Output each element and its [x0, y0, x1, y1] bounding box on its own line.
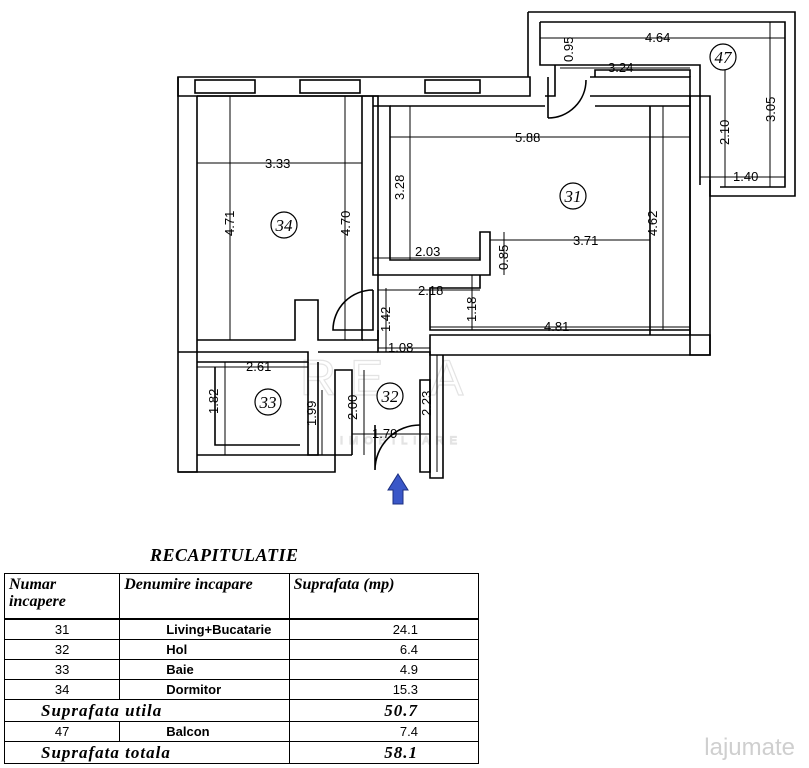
door-entrance: [374, 424, 421, 471]
dim-3-33: 3.33: [265, 156, 290, 171]
header-suprafata: Suprafata (mp): [288, 573, 480, 620]
balcony-outer: [528, 11, 796, 197]
table-row: 33 Baie 4.9: [3, 659, 480, 680]
dim-1-18: 1.18: [464, 297, 479, 322]
room-label-47: 47: [715, 48, 734, 67]
svg-text:A: A: [430, 350, 464, 406]
row-num: 31: [3, 618, 121, 640]
agency-watermark-logo: R E A IMOBILIARE: [299, 349, 464, 447]
room-label-34: 34: [275, 216, 294, 235]
outer-wall-left: [177, 77, 198, 473]
totala-label: Suprafata totala: [4, 741, 290, 764]
row-num: 33: [3, 659, 121, 680]
row-name: Baie: [119, 659, 290, 680]
dim-1-79: 1.79: [372, 426, 397, 441]
room-47-circle: [709, 43, 737, 71]
recap-title: RECAPITULATIE: [150, 545, 299, 565]
row-area: 24.1: [288, 618, 480, 640]
outer-wall-bottom: [178, 454, 336, 473]
site-watermark: lajumate: [704, 734, 795, 761]
dim-4-62: 4.62: [645, 211, 660, 236]
dim-0-95: 0.95: [561, 37, 576, 62]
room-label-33: 33: [259, 393, 277, 412]
row-area: 15.3: [288, 679, 480, 700]
balcon-name: Balcon: [119, 721, 290, 742]
row-name: Hol: [119, 639, 290, 660]
door-balcony: [547, 77, 587, 119]
dim-3-05: 3.05: [763, 97, 778, 122]
svg-text:IMOBILIARE: IMOBILIARE: [340, 435, 463, 447]
room-31-circle: [559, 182, 587, 210]
room-32-circle: [376, 382, 404, 410]
dim-0-85: 0.85: [496, 245, 511, 270]
table-row: 31 Living+Bucatarie 24.1: [3, 618, 480, 640]
row-area: 6.4: [288, 639, 480, 660]
dim-4-71: 4.71: [222, 211, 237, 236]
table-row: 32 Hol 6.4: [3, 639, 480, 660]
dim-1-99: 1.99: [304, 401, 319, 426]
outer-wall-bottom-right: [429, 334, 711, 356]
dim-2-10: 2.10: [717, 120, 732, 145]
utila-label: Suprafata utila: [4, 699, 290, 722]
dim-2-61: 2.61: [246, 359, 271, 374]
dim-1-40: 1.40: [733, 169, 758, 184]
dim-3-71: 3.71: [573, 233, 598, 248]
row-area: 4.9: [288, 659, 480, 680]
utila-row: Suprafata utila 50.7: [4, 699, 480, 722]
row-name: Living+Bucatarie: [119, 618, 290, 640]
floor-plan: R E A IMOBILIARE: [177, 11, 796, 505]
room-33-circle: [254, 388, 282, 416]
balcon-area: 7.4: [288, 721, 480, 742]
room-label-31: 31: [564, 187, 582, 206]
entrance-arrow-icon: [387, 473, 409, 505]
header-numar: Numar incapere: [3, 573, 121, 620]
row-num: 34: [3, 679, 121, 700]
totala-value: 58.1: [288, 741, 480, 764]
dim-4-81: 4.81: [544, 319, 569, 334]
dim-2-23: 2.23: [419, 391, 434, 416]
room-label-32: 32: [381, 387, 400, 406]
dim-3-28: 3.28: [392, 175, 407, 200]
dim-2-00: 2.00: [345, 395, 360, 420]
dim-5-88: 5.88: [515, 130, 540, 145]
recap-table: Numar incapere Denumire incapare Suprafa…: [3, 573, 480, 764]
header-denumire: Denumire incapare: [119, 573, 290, 620]
dim-2-03: 2.03: [415, 244, 440, 259]
totala-row: Suprafata totala 58.1: [4, 741, 480, 764]
door-bedroom: [332, 289, 374, 331]
utila-value: 50.7: [288, 699, 480, 722]
row-num: 32: [3, 639, 121, 660]
table-row: 34 Dormitor 15.3: [3, 679, 480, 700]
row-name: Dormitor: [119, 679, 290, 700]
room-34-circle: [270, 211, 298, 239]
balcon-row: 47 Balcon 7.4: [3, 721, 480, 742]
table-header-row: Numar incapere Denumire incapare Suprafa…: [3, 573, 480, 620]
dim-4-64: 4.64: [645, 30, 670, 45]
dim-1-08: 1.08: [388, 340, 413, 355]
balcon-num: 47: [3, 721, 121, 742]
dim-1-82: 1.82: [206, 389, 221, 414]
dim-3-24: 3.24: [608, 60, 633, 75]
dim-4-70: 4.70: [338, 211, 353, 236]
dim-1-42: 1.42: [378, 307, 393, 332]
dim-2-18: 2.18: [418, 283, 443, 298]
